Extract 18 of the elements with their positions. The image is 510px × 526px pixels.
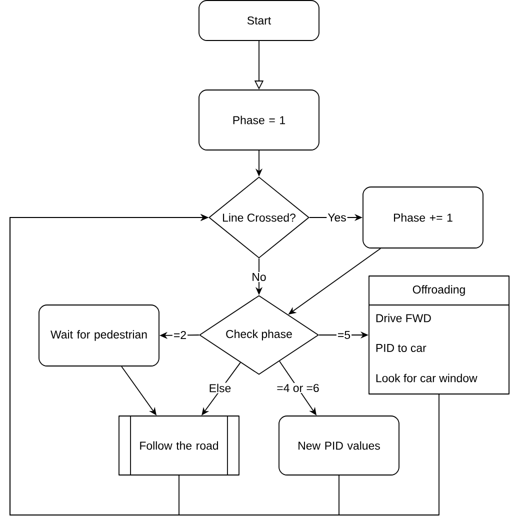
process-box: Phase = 1 — [198, 90, 320, 150]
start-box: Start — [198, 0, 320, 41]
process-box: Phase += 1 — [362, 186, 484, 248]
edge-label: No — [250, 272, 268, 282]
edge-label: =2 — [172, 330, 188, 340]
edge-label: Else — [208, 382, 232, 394]
list-item: PID to car — [376, 344, 426, 352]
edge-label: =4 or =6 — [276, 382, 320, 394]
edge-label: =5 — [336, 330, 352, 340]
list-item: Look for car window — [376, 374, 478, 382]
subprocess-box: Follow the road — [118, 415, 240, 476]
list-box — [368, 276, 510, 394]
edge-label: Yes — [326, 212, 348, 222]
process-box: New PID values — [278, 416, 400, 476]
arrow — [10, 214, 440, 516]
list-heading: Offroading — [412, 285, 465, 296]
list-item: Drive FWD — [376, 314, 431, 322]
process-box: Wait for pedestrian — [38, 304, 160, 366]
